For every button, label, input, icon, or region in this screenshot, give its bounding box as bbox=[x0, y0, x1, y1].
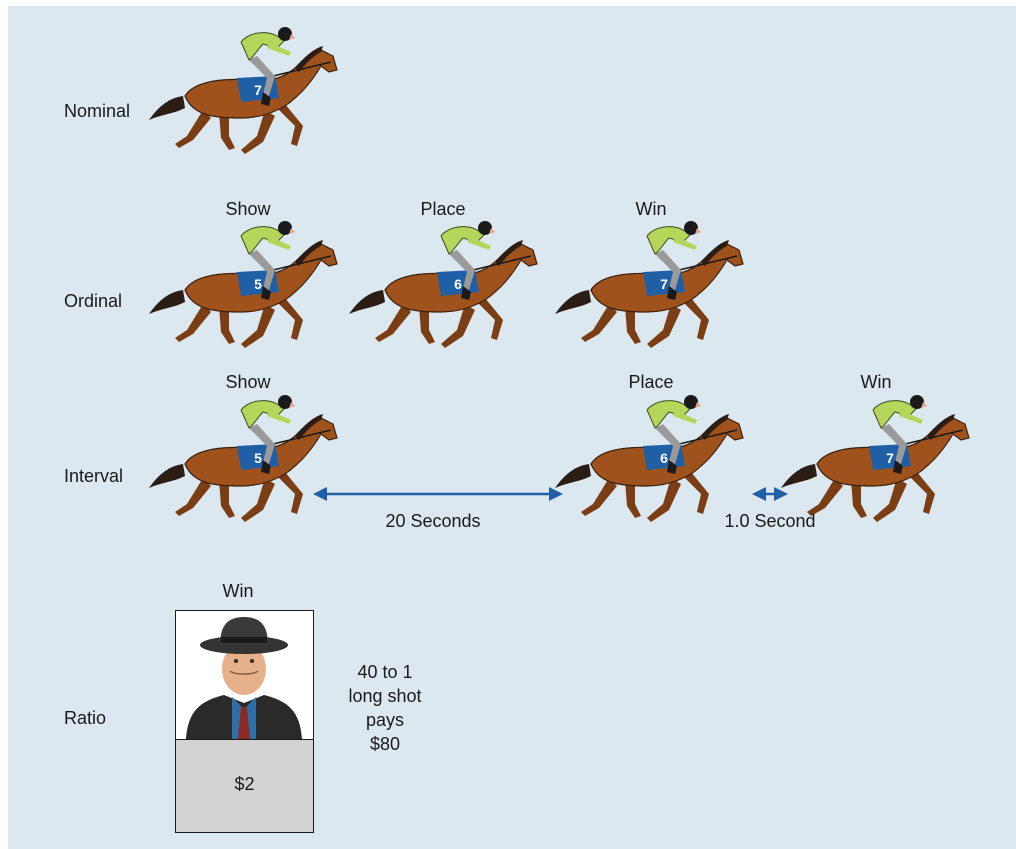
payout-line: pays bbox=[365, 710, 405, 730]
gap-label-1-second: 1.0 Second bbox=[724, 511, 816, 531]
betting-ticket: $2 bbox=[175, 610, 314, 833]
saddle-number: 7 bbox=[254, 82, 262, 98]
position-label-show: Show bbox=[225, 372, 271, 392]
saddle-number: 7 bbox=[886, 450, 894, 466]
position-label-win: Win bbox=[635, 199, 667, 219]
horse-ordinal-show: 5 bbox=[145, 220, 345, 350]
gap-arrow-1-second bbox=[752, 487, 788, 501]
position-label-show: Show bbox=[225, 199, 271, 219]
horse-interval-place: 6 bbox=[551, 394, 751, 524]
payout-text: 40 to 1 long shot pays $80 bbox=[348, 660, 421, 756]
gambler-portrait bbox=[186, 617, 302, 739]
horse-interval-win: 7 bbox=[777, 394, 977, 524]
saddle-number: 6 bbox=[660, 450, 668, 466]
row-label-interval: Interval bbox=[64, 466, 124, 486]
saddle-number: 5 bbox=[254, 276, 262, 292]
ticket-amount-box: $2 bbox=[176, 739, 313, 832]
payout-line: $80 bbox=[369, 734, 401, 754]
position-label-place: Place bbox=[420, 199, 466, 219]
row-label-ratio: Ratio bbox=[64, 708, 107, 728]
payout-line: long shot bbox=[348, 686, 422, 706]
horse-ordinal-place: 6 bbox=[345, 220, 545, 350]
horse-nominal: 7 bbox=[145, 26, 345, 156]
payout-line: 40 to 1 bbox=[357, 662, 413, 682]
diagram-panel: Nominal 7 Ordinal Show Place Win 5 6 7 I… bbox=[8, 6, 1016, 849]
horse-ordinal-win: 7 bbox=[551, 220, 751, 350]
row-label-nominal: Nominal bbox=[64, 101, 131, 121]
gap-arrow-20-seconds bbox=[313, 487, 563, 501]
position-label-win: Win bbox=[860, 372, 892, 392]
gap-label-20-seconds: 20 Seconds bbox=[385, 511, 481, 531]
row-label-ordinal: Ordinal bbox=[64, 291, 123, 311]
ticket-amount: $2 bbox=[234, 774, 255, 794]
saddle-number: 7 bbox=[660, 276, 668, 292]
saddle-number: 5 bbox=[254, 450, 262, 466]
horse-interval-show: 5 bbox=[145, 394, 345, 524]
position-label-place: Place bbox=[628, 372, 674, 392]
saddle-number: 6 bbox=[454, 276, 462, 292]
ticket-label-win: Win bbox=[222, 581, 254, 601]
